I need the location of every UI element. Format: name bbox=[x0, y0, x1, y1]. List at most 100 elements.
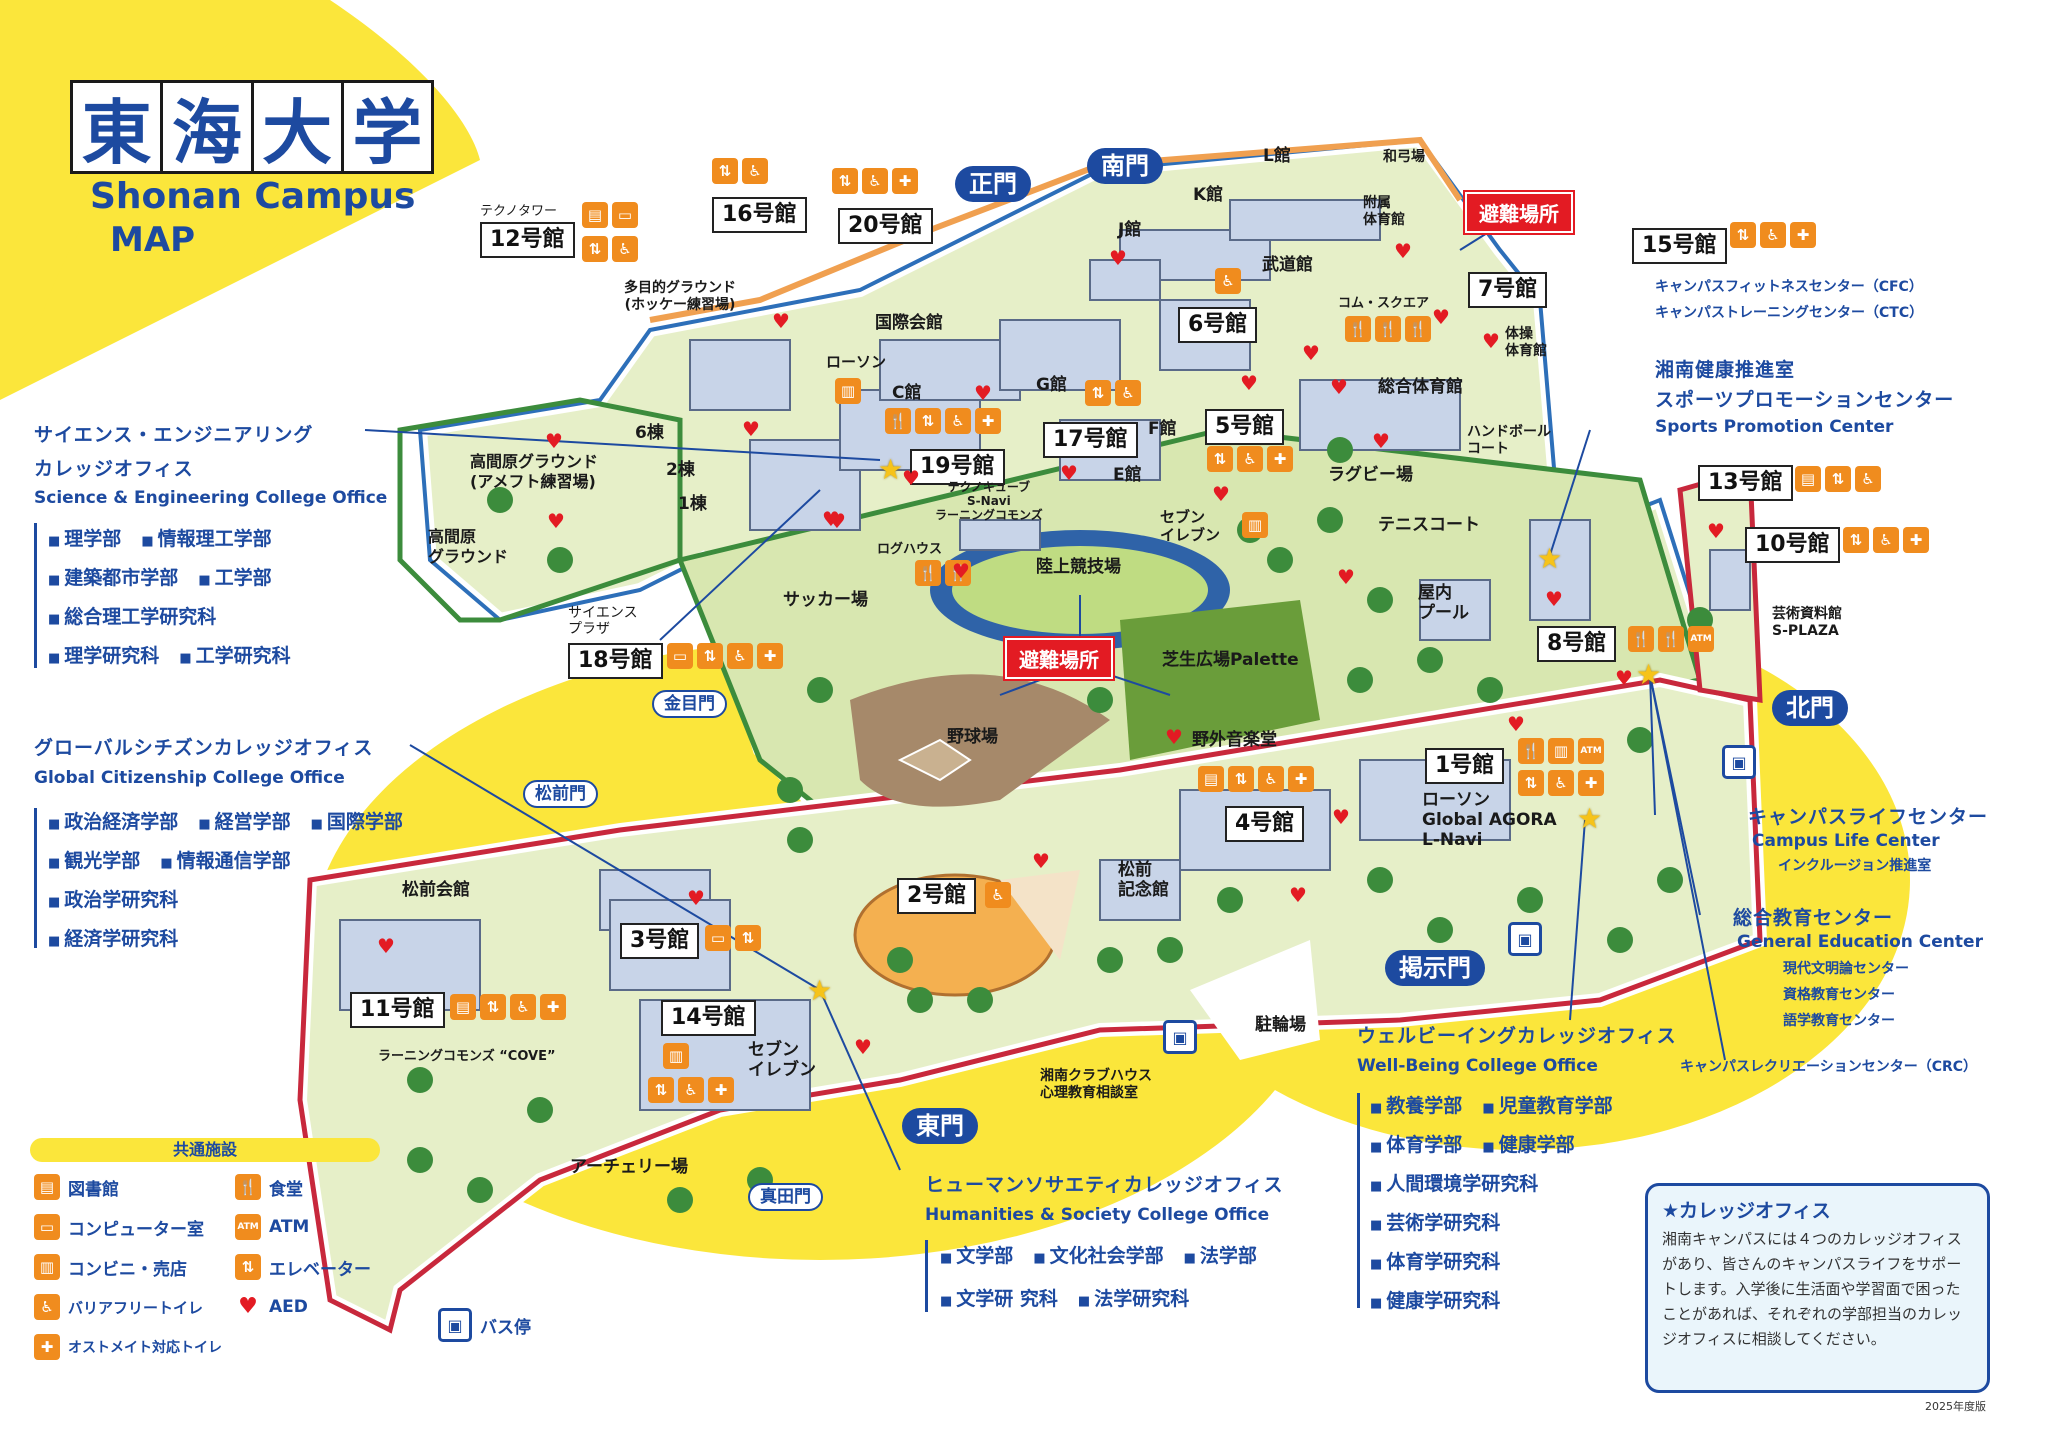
gate-seimon[interactable]: 正門 bbox=[955, 166, 1031, 202]
legend-label: AED bbox=[269, 1296, 308, 1317]
aed-icon: ♥ bbox=[772, 309, 790, 333]
refuge-label-center: 避難場所 bbox=[1005, 638, 1113, 679]
dept-item: 体育学研究科 bbox=[1370, 1251, 1500, 1273]
dept-item: 建築都市学部 bbox=[48, 567, 178, 589]
restaurant-icon: 🍴 bbox=[235, 1174, 261, 1200]
building-16-label[interactable]: 16号館 bbox=[712, 197, 807, 233]
atm-icon: ATM bbox=[235, 1214, 261, 1240]
general-education-center[interactable]: 総合教育センター General Education Center 現代文明論セ… bbox=[1733, 903, 1983, 1034]
building-8-label[interactable]: 8号館 bbox=[1537, 626, 1617, 662]
barrier-free-toilet-icon: ♿ bbox=[34, 1294, 60, 1320]
college-office-star-icon[interactable]: ★ bbox=[807, 974, 833, 1007]
elevator-icon: ⇅ bbox=[1518, 770, 1544, 796]
building-5-label[interactable]: 5号館 bbox=[1205, 409, 1285, 445]
gate-manada[interactable]: 真田門 bbox=[748, 1183, 823, 1211]
building-14-icons: ▥ bbox=[663, 1043, 689, 1069]
place-budo: 武道館 bbox=[1262, 255, 1313, 275]
gate-kitamon[interactable]: 北門 bbox=[1772, 690, 1848, 726]
aed-icon: ♥ bbox=[1337, 565, 1355, 589]
building-6-label[interactable]: 6号館 bbox=[1178, 307, 1258, 343]
dept-item: 理学部 bbox=[48, 528, 121, 550]
barrier-free-toilet-icon: ♿ bbox=[678, 1077, 704, 1103]
lawson-icon-wrap: ▥ bbox=[835, 378, 861, 404]
gate-keijimon[interactable]: 掲示門 bbox=[1385, 950, 1485, 986]
legend-barrier: ♿バリアフリートイレ bbox=[34, 1294, 203, 1320]
restaurant-icon: 🍴 bbox=[1518, 738, 1544, 764]
inclusion-office: インクルージョン推進室 bbox=[1778, 858, 1932, 874]
ostomate-toilet-icon: ✚ bbox=[34, 1334, 60, 1360]
building-12-note: テクノタワー bbox=[480, 204, 557, 219]
building-2-label[interactable]: 2号館 bbox=[897, 878, 977, 914]
building-15-label[interactable]: 15号館 bbox=[1632, 228, 1727, 264]
gate-higashimon[interactable]: 東門 bbox=[902, 1108, 978, 1144]
gate-nanmon[interactable]: 南門 bbox=[1087, 148, 1163, 184]
place-cove: ラーニングコモンズ “COVE” bbox=[378, 1049, 556, 1064]
legend-label: コンピューター室 bbox=[68, 1219, 204, 1240]
building-20-label[interactable]: 20号館 bbox=[838, 208, 933, 244]
place-taiso: 体操 体育館 bbox=[1505, 326, 1547, 359]
barrier-free-toilet-icon: ♿ bbox=[1873, 527, 1899, 553]
general-edu-en: General Education Center bbox=[1737, 932, 1983, 952]
dept-item: 文化社会学部 bbox=[1033, 1245, 1163, 1267]
barrier-free-toilet-icon: ♿ bbox=[1760, 222, 1786, 248]
legend-bus: ▣バス停 bbox=[438, 1308, 531, 1342]
convenience-store-icon: ▥ bbox=[663, 1043, 689, 1069]
building-14-icons-2: ⇅♿✚ bbox=[648, 1077, 734, 1103]
college-office-star-icon[interactable]: ★ bbox=[1636, 658, 1662, 691]
building-3-label[interactable]: 3号館 bbox=[620, 923, 700, 959]
building-18-label[interactable]: 18号館 bbox=[568, 643, 663, 679]
dept-item: 経営学部 bbox=[198, 811, 290, 833]
humanities-office-en: Humanities & Society College Office bbox=[925, 1205, 1270, 1225]
dept-item: 政治学研究科 bbox=[48, 889, 178, 911]
dept-item: 情報通信学部 bbox=[160, 850, 290, 872]
building-4-icons: ▤⇅♿✚ bbox=[1198, 766, 1314, 792]
place-g-kan: G館 bbox=[1036, 375, 1067, 395]
building-10-label[interactable]: 10号館 bbox=[1745, 527, 1840, 563]
place-tennis: テニスコート bbox=[1378, 515, 1480, 535]
atm-icon: ATM bbox=[1578, 738, 1604, 764]
gate-kaneme[interactable]: 金目門 bbox=[652, 690, 727, 718]
place-techno: テクノキューブ S-Navi ラーニングコモンズ bbox=[935, 480, 1043, 522]
global-office[interactable]: グローバルシチズンカレッジオフィス Global Citizenship Col… bbox=[34, 733, 373, 788]
building-20-icons: ⇅♿✚ bbox=[832, 168, 918, 194]
building-12-label[interactable]: 12号館 bbox=[480, 222, 575, 258]
building-15-icons: ⇅♿✚ bbox=[1730, 222, 1816, 248]
computer-icon: ▭ bbox=[705, 925, 731, 951]
college-office-info: ★カレッジオフィス 湘南キャンパスには４つのカレッジオフィスがあり、皆さんのキャ… bbox=[1645, 1183, 1990, 1393]
health-office[interactable]: 湘南健康推進室 スポーツプロモーションセンター Sports Promotion… bbox=[1655, 355, 1954, 437]
humanities-office[interactable]: ヒューマンソサエティカレッジオフィス Humanities & Society … bbox=[925, 1170, 1283, 1225]
building-4-label[interactable]: 4号館 bbox=[1225, 806, 1305, 842]
place-rugby: ラグビー場 bbox=[1328, 465, 1413, 485]
global-office-jp: グローバルシチズンカレッジオフィス bbox=[34, 737, 374, 759]
aed-icon: ♥ bbox=[1482, 329, 1500, 353]
place-seven-north: セブン イレブン bbox=[1160, 508, 1221, 544]
college-office-star-icon[interactable]: ★ bbox=[878, 453, 904, 486]
building-1-icons-2: ⇅♿✚ bbox=[1518, 770, 1604, 796]
campus-life-center[interactable]: キャンパスライフセンター Campus Life Center インクルージョン… bbox=[1748, 802, 1988, 875]
place-yakyu: 野球場 bbox=[947, 727, 998, 747]
building-19-label[interactable]: 19号館 bbox=[910, 449, 1005, 485]
elevator-icon: ⇅ bbox=[697, 643, 723, 669]
aed-icon: ♥ bbox=[1240, 371, 1258, 395]
building-c-icons: 🍴⇅♿✚ bbox=[885, 408, 1001, 434]
building-14-label[interactable]: 14号館 bbox=[661, 1000, 756, 1036]
legend-library: ▤図書館 bbox=[34, 1174, 119, 1200]
building-1-label[interactable]: 1号館 bbox=[1425, 748, 1505, 784]
legend-label: 図書館 bbox=[68, 1179, 119, 1200]
bus-stop-icon: ▣ bbox=[438, 1308, 472, 1342]
aed-icon: ♥ bbox=[1060, 461, 1078, 485]
gate-matsumae[interactable]: 松前門 bbox=[523, 780, 598, 808]
dept-item: 理学研究科 bbox=[48, 645, 159, 667]
info-title: ★カレッジオフィス bbox=[1662, 1200, 1831, 1222]
college-office-star-icon[interactable]: ★ bbox=[1537, 542, 1563, 575]
building-11-label[interactable]: 11号館 bbox=[350, 992, 445, 1028]
science-office[interactable]: サイエンス・エンジニアリング カレッジオフィス Science & Engine… bbox=[34, 418, 387, 508]
wellbeing-office[interactable]: ウェルビーイングカレッジオフィス Well-Being College Offi… bbox=[1357, 1021, 1677, 1076]
library-icon: ▤ bbox=[582, 202, 608, 228]
building-17-label[interactable]: 17号館 bbox=[1043, 422, 1138, 458]
place-mokuteki: 多目的グラウンド (ホッケー練習場) bbox=[624, 280, 736, 313]
building-13-label[interactable]: 13号館 bbox=[1698, 465, 1793, 501]
science-dept-bracket bbox=[34, 523, 37, 668]
college-office-star-icon[interactable]: ★ bbox=[1577, 802, 1603, 835]
building-7-label[interactable]: 7号館 bbox=[1468, 272, 1548, 308]
